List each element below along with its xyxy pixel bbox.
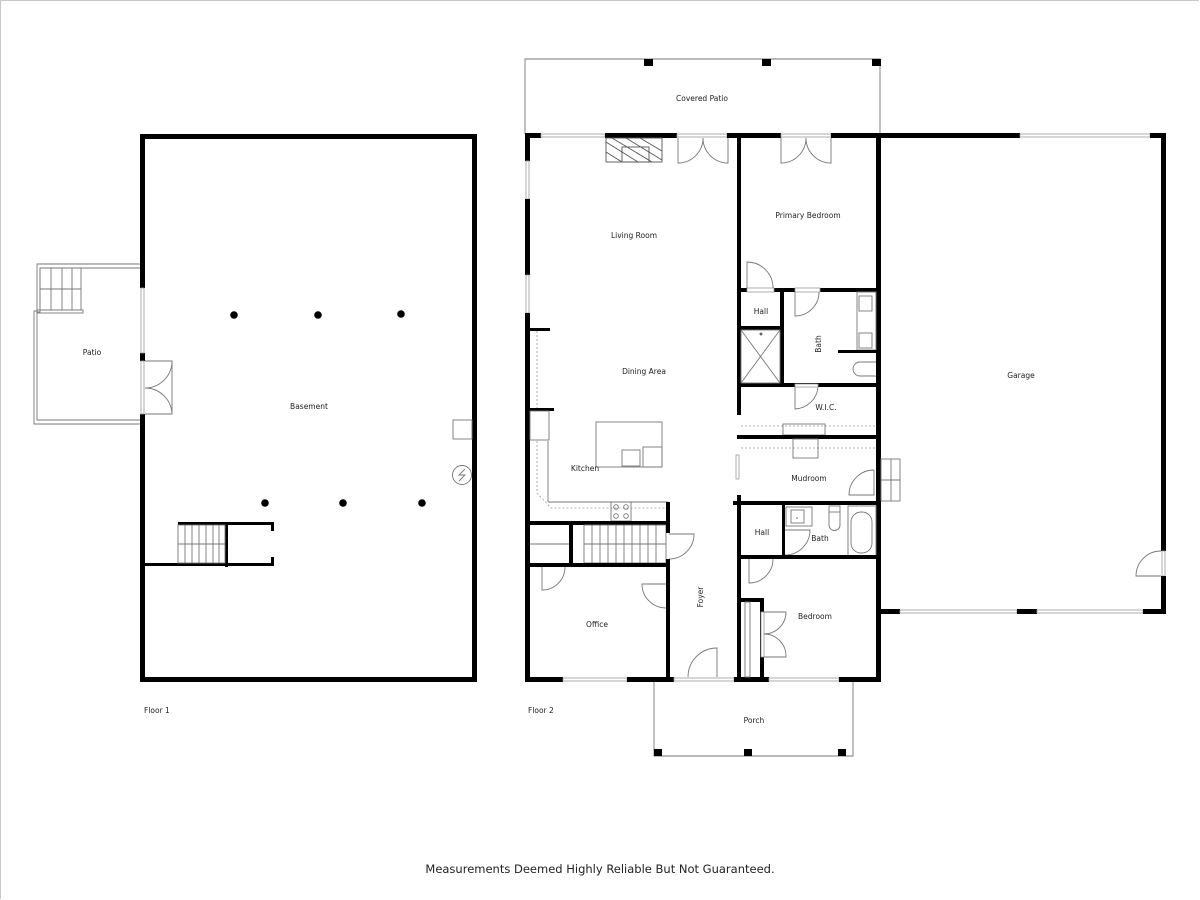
bathtub-icon: [847, 505, 877, 557]
room-label-kitchen: Kitchen: [571, 464, 599, 473]
house-walls: [525, 133, 881, 682]
vanity-icon: [785, 506, 813, 527]
floor-2: Covered Patio Living Room Primary Bedroo…: [524, 58, 1166, 757]
toilet-2-icon: [828, 505, 841, 531]
disclaimer-footer: Measurements Deemed Highly Reliable But …: [425, 862, 775, 876]
shower-icon: [740, 329, 781, 384]
room-label-primary-bedroom: Primary Bedroom: [775, 211, 840, 220]
door-office-closet-icon: [541, 566, 566, 591]
kitchen-island-icon: [595, 421, 663, 468]
room-label-mudroom: Mudroom: [791, 474, 826, 483]
support-columns: [230, 310, 426, 507]
range-icon: [610, 501, 632, 522]
door-primary-hall-icon: [746, 261, 774, 289]
living-room-french-doors-icon: [677, 137, 729, 164]
wall-living-primary: [737, 133, 741, 290]
fireplace-icon: [605, 137, 663, 163]
room-label-wic: W.I.C.: [815, 403, 836, 412]
water-heater-icon: [452, 465, 472, 485]
wall-kitchen-pantry-top: [528, 328, 550, 331]
door-bath-2-icon: [784, 529, 811, 556]
room-label-dining-area: Dining Area: [622, 367, 666, 376]
floor-label-1: Floor 1: [144, 706, 170, 715]
floor-1: Patio Basement Floor 1: [33, 134, 477, 715]
room-label-basement: Basement: [290, 402, 328, 411]
mudroom-cabinet: [741, 438, 876, 459]
basement-walls: [140, 134, 477, 682]
wall-stairs-top: [525, 521, 670, 525]
door-bedroom-icon: [748, 558, 774, 584]
front-door-icon: [687, 647, 718, 678]
exterior-stairs-icon: [36, 267, 84, 314]
door-office-icon: [641, 583, 667, 609]
garage-steps-icon: [880, 458, 901, 502]
room-label-living-room: Living Room: [611, 231, 657, 240]
room-label-garage: Garage: [1007, 371, 1035, 380]
room-label-patio: Patio: [83, 348, 102, 357]
closet-double-door-icon: [760, 611, 787, 658]
room-label-bath-2: Bath: [811, 534, 829, 543]
primary-bedroom-french-doors-icon: [780, 137, 832, 164]
door-garage-side-icon: [1135, 550, 1162, 577]
fridge-icon: [529, 410, 550, 441]
double-vanity-icon: [856, 291, 877, 351]
bedroom-closet: [740, 598, 764, 682]
room-label-office: Office: [586, 620, 608, 629]
door-bath-icon: [794, 291, 820, 317]
room-label-hall-2: Hall: [755, 528, 769, 537]
room-label-porch: Porch: [744, 716, 765, 725]
door-mudroom-garage-icon: [848, 469, 875, 496]
mudroom-window: [735, 454, 740, 480]
room-label-hall-1: Hall: [754, 307, 768, 316]
room-label-primary-bath: Bath: [814, 335, 823, 353]
patio: [33, 263, 141, 425]
basement-double-door-icon: [140, 360, 173, 415]
room-label-covered-patio: Covered Patio: [676, 94, 728, 103]
stairs-icon: [530, 524, 667, 564]
room-label-foyer: Foyer: [696, 586, 705, 608]
porch: [653, 682, 854, 757]
utility-box-icon: [452, 419, 473, 440]
door-stairs-icon: [668, 533, 695, 560]
room-label-bedroom: Bedroom: [798, 612, 832, 621]
floor-label-2: Floor 2: [528, 706, 554, 715]
covered-patio: [524, 58, 881, 134]
wic-shelving: [741, 423, 876, 436]
garage-walls: [876, 133, 1166, 614]
door-wic-icon: [794, 386, 819, 410]
basement-stairs-icon: [177, 522, 274, 567]
toilet-icon: [852, 361, 876, 377]
